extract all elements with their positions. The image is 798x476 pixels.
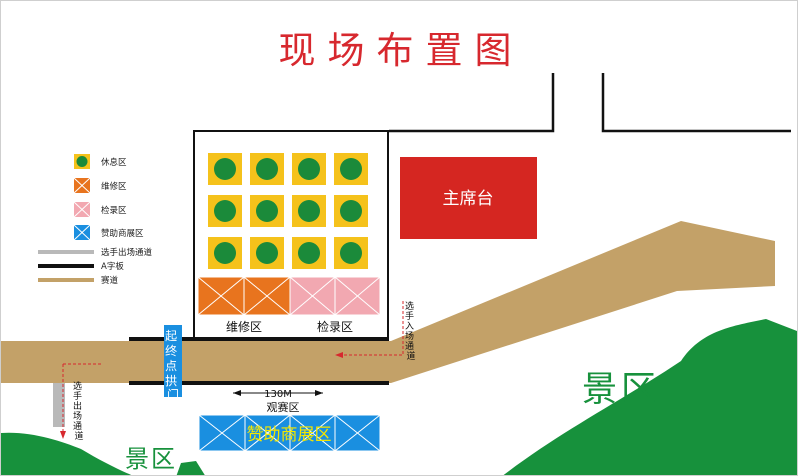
rest-cell bbox=[208, 237, 242, 269]
repair-area-label: 维修区 bbox=[226, 319, 262, 334]
a-frame-barrier-top bbox=[129, 337, 389, 341]
arch-char-4: 拱 bbox=[165, 374, 177, 388]
athlete-entry-arrow bbox=[335, 352, 343, 358]
repair-area bbox=[197, 276, 291, 316]
legend-swatch-dot bbox=[76, 156, 88, 167]
rest-cell bbox=[334, 153, 368, 185]
rest-cell bbox=[250, 195, 284, 227]
rest-area-grid bbox=[208, 153, 368, 269]
rest-cell bbox=[292, 153, 326, 185]
rest-cell bbox=[334, 195, 368, 227]
road-boundary-left bbox=[389, 73, 555, 133]
rest-cell bbox=[208, 195, 242, 227]
legend-label: 赞助商展区 bbox=[101, 228, 144, 239]
scenic-hill-left bbox=[1, 432, 132, 475]
main-stage bbox=[400, 157, 537, 239]
rest-cell bbox=[292, 195, 326, 227]
scenic-label-right: 景区 bbox=[582, 370, 660, 410]
viewing-area-label: 观赛区 bbox=[267, 400, 300, 414]
start-finish-arch bbox=[164, 325, 182, 397]
scenic-patch bbox=[176, 461, 205, 475]
legend-swatch bbox=[38, 250, 94, 254]
legend-swatch bbox=[38, 278, 94, 282]
athlete-entry-label: 选 手 入 场 通 道 bbox=[405, 300, 417, 362]
legend: 休息区 维修区 检录区 赞助商展区 选手出场通道 A字板 bbox=[38, 154, 153, 286]
rest-cell bbox=[208, 153, 242, 185]
legend-item-rest: 休息区 bbox=[74, 154, 127, 169]
rest-cell bbox=[334, 237, 368, 269]
legend-item-sponsor: 赞助商展区 bbox=[73, 224, 144, 241]
legend-label: 选手出场通道 bbox=[101, 247, 153, 258]
start-finish-arch-label: 起 终 点 拱 门 bbox=[165, 329, 181, 402]
checkin-area-label: 检录区 bbox=[317, 319, 353, 334]
road-boundary-right bbox=[601, 73, 791, 133]
legend-item-repair: 维修区 bbox=[73, 177, 127, 194]
athlete-exit-arrow bbox=[60, 431, 66, 439]
checkin-area bbox=[289, 276, 381, 316]
a-frame-barrier-bottom bbox=[129, 381, 389, 385]
athlete-exit-channel bbox=[53, 383, 65, 427]
rest-cell bbox=[250, 153, 284, 185]
arch-char-5: 门 bbox=[167, 387, 179, 402]
sponsor-area bbox=[198, 414, 381, 452]
legend-label: 检录区 bbox=[101, 205, 127, 216]
rest-cell bbox=[250, 237, 284, 269]
arch-char-3: 点 bbox=[165, 359, 177, 373]
legend-swatch bbox=[38, 264, 94, 268]
diagram-title: 现场布置图 bbox=[279, 29, 524, 72]
legend-item-a-frame: A字板 bbox=[38, 261, 124, 272]
legend-label: 赛道 bbox=[101, 275, 119, 286]
legend-label: 休息区 bbox=[101, 157, 127, 168]
sponsor-area-label: 赞助商展区 bbox=[247, 425, 332, 445]
legend-item-exit-channel: 选手出场通道 bbox=[38, 247, 153, 258]
athlete-exit-label: 选 手 出 场 通 道 bbox=[73, 380, 85, 442]
scenic-label-left: 景区 bbox=[125, 445, 177, 473]
distance-arrow-right bbox=[315, 390, 323, 396]
distance-label: 130M bbox=[264, 389, 292, 400]
legend-label: A字板 bbox=[101, 261, 124, 272]
scenic-hill-right bbox=[503, 319, 797, 475]
legend-item-track: 赛道 bbox=[38, 275, 119, 286]
arch-char-1: 起 bbox=[165, 329, 177, 343]
distance-arrow-left bbox=[233, 390, 241, 396]
main-stage-label: 主席台 bbox=[443, 189, 494, 209]
legend-label: 维修区 bbox=[101, 181, 127, 192]
race-track bbox=[1, 221, 775, 383]
arch-char-2: 终 bbox=[165, 343, 177, 358]
athlete-entry-route bbox=[339, 301, 404, 356]
rest-cell bbox=[292, 237, 326, 269]
legend-item-checkin: 检录区 bbox=[73, 201, 127, 218]
